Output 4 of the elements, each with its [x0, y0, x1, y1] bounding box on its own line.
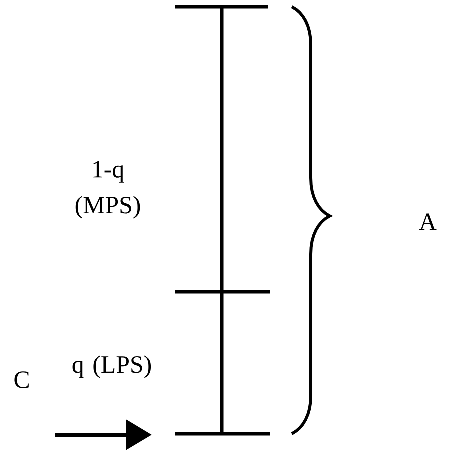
- label: A: [419, 214, 437, 230]
- label: q (LPS): [72, 356, 152, 378]
- label: 1-q (MPS): [76, 161, 140, 219]
- label: C: [14, 372, 29, 388]
